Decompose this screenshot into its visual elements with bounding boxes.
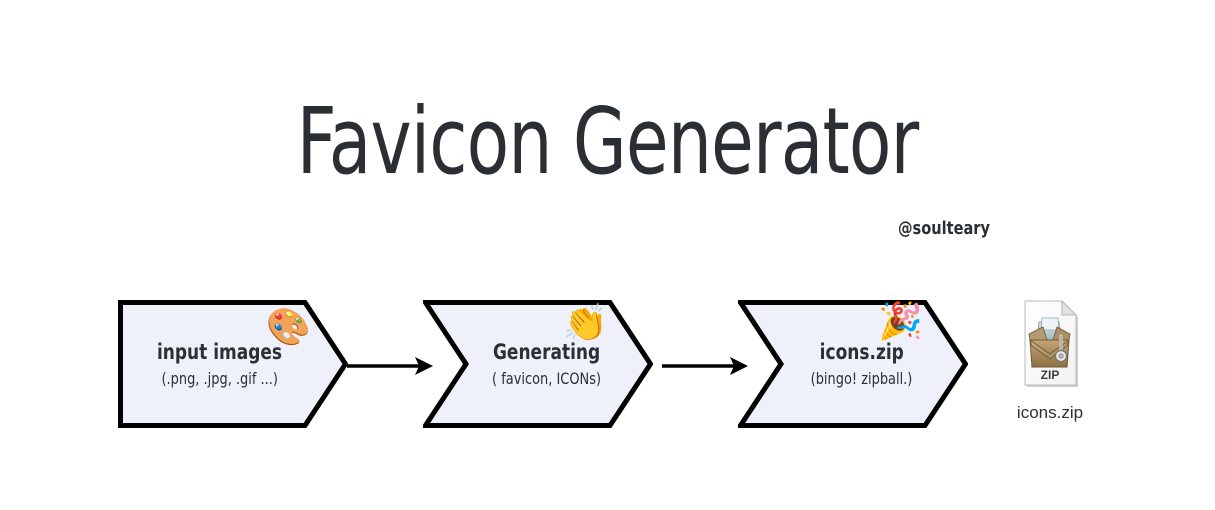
stage-shape-arrow: [118, 300, 348, 428]
stage-subtitle: ( favicon, ICONs): [492, 368, 602, 388]
stage-title: Generating: [493, 339, 601, 364]
author-handle: @soulteary: [897, 218, 990, 239]
stage-text-block: icons.zip (bingo! zipball.): [768, 300, 956, 428]
stage-shape-chevron: [423, 300, 653, 428]
stage-shape-chevron: [738, 300, 968, 428]
zip-file-artifact[interactable]: ZIP icons.zip: [1004, 300, 1096, 423]
party-popper-emoji: 🎉: [878, 301, 923, 342]
flow-stage-input-images[interactable]: input images (.png, .jpg, .gif ...) 🎨: [118, 300, 348, 428]
stage-text-block: Generating ( favicon, ICONs): [453, 300, 641, 428]
clapping-hands-emoji: 👏: [563, 303, 608, 344]
artist-palette-emoji: 🎨: [266, 307, 311, 348]
stage-subtitle: (bingo! zipball.): [811, 368, 913, 388]
stage-title: input images: [157, 339, 283, 364]
stage-title: icons.zip: [819, 339, 905, 364]
flow-stage-icons-zip[interactable]: icons.zip (bingo! zipball.) 🎉: [738, 300, 968, 428]
page-title: Favicon Generator: [296, 88, 919, 195]
header: Favicon Generator: [0, 96, 1215, 188]
zip-file-label: icons.zip: [1016, 403, 1084, 422]
connector-arrow-1: [347, 357, 433, 375]
stage-text-block: input images (.png, .jpg, .gif ...): [126, 300, 314, 428]
connector-arrow-2: [662, 357, 748, 375]
zip-badge-text: ZIP: [1041, 368, 1060, 382]
flow-stage-generating[interactable]: Generating ( favicon, ICONs) 👏: [423, 300, 653, 428]
zip-archive-icon: ZIP: [1024, 300, 1078, 387]
stage-subtitle: (.png, .jpg, .gif ...): [161, 368, 279, 388]
